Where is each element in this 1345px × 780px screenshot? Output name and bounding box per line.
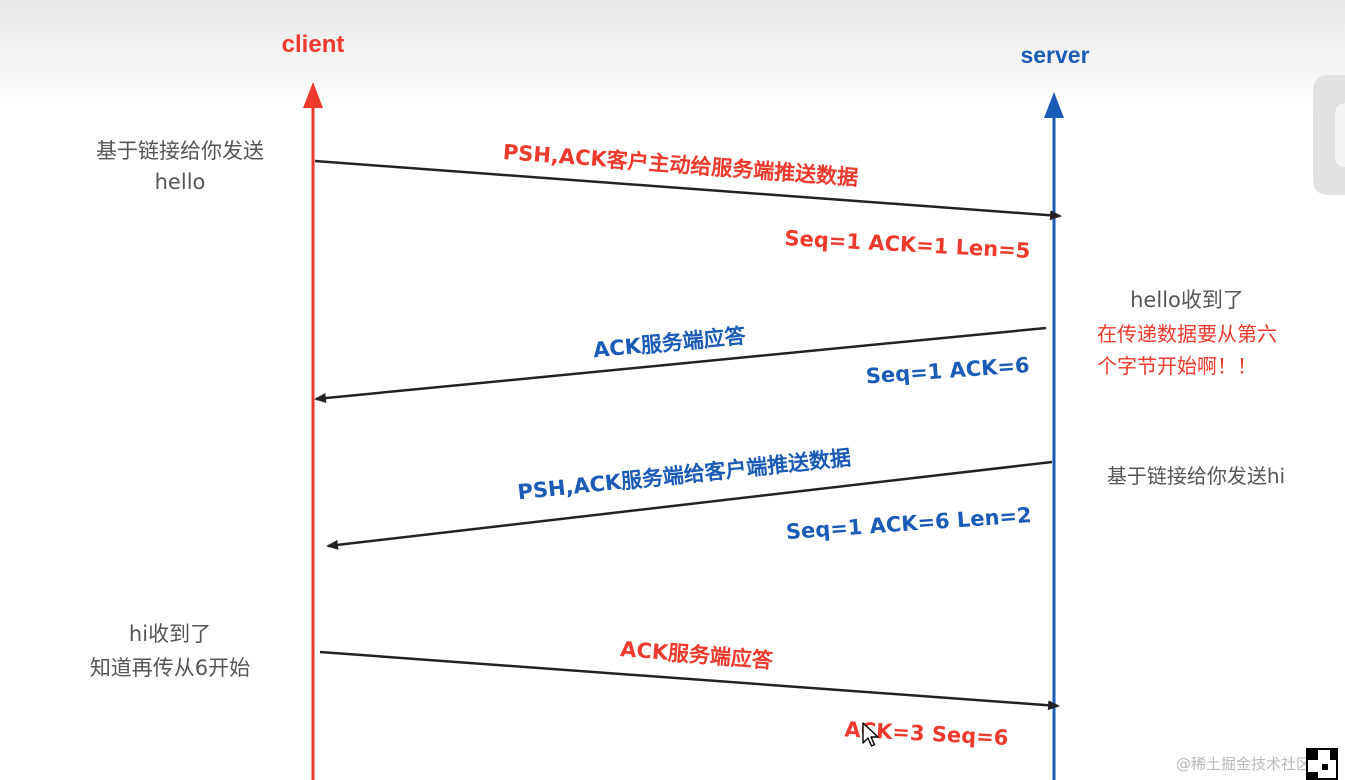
mouse-pointer-icon [862, 722, 879, 747]
client-receive-note-line-1: hi收到了 [129, 622, 211, 646]
client-label: client [282, 31, 345, 58]
side-panel-tab-inner [1335, 103, 1345, 167]
message-2-ack-server-to-client: ACK服务端应答 Seq=1 ACK=6 [314, 324, 1047, 404]
client-send-note-line-2: hello [155, 170, 206, 194]
server-lifeline-arrowhead [1044, 92, 1064, 118]
client-receive-note: hi收到了 知道再传从6开始 [90, 622, 250, 680]
server-receive-note-line-3: 个字节开始啊！！ [1097, 354, 1257, 378]
message-1-label: PSH,ACK客户主动给服务端推送数据 [502, 140, 859, 190]
message-3-psh-ack-server-to-client: PSH,ACK服务端给客户端推送数据 Seq=1 ACK=6 Len=2 [326, 446, 1053, 550]
message-4-arrow [319, 650, 1060, 711]
message-2-label: ACK服务端应答 [592, 324, 748, 363]
side-panel-tab[interactable] [1313, 75, 1345, 195]
message-1-arrow [314, 159, 1062, 221]
client-send-note-line-1: 基于链接给你发送 [96, 139, 264, 163]
message-4-label: ACK服务端应答 [619, 637, 774, 673]
server-send-note: 基于链接给你发送hi [1107, 464, 1285, 488]
message-2-detail: Seq=1 ACK=6 [865, 353, 1030, 388]
message-3-label: PSH,ACK服务端给客户端推送数据 [516, 446, 852, 505]
message-1-detail: Seq=1 ACK=1 Len=5 [784, 226, 1031, 263]
message-2-arrow [314, 326, 1047, 404]
client-send-note: 基于链接给你发送 hello [96, 139, 264, 194]
server-lifeline [1044, 92, 1064, 780]
server-label: server [1020, 42, 1089, 68]
client-receive-note-line-2: 知道再传从6开始 [90, 656, 250, 680]
message-1-psh-ack-client-to-server: PSH,ACK客户主动给服务端推送数据 Seq=1 ACK=1 Len=5 [314, 140, 1062, 263]
message-4-ack-client-to-server: ACK服务端应答 ACK=3 Seq=6 [319, 637, 1060, 750]
watermark-text: @稀土掘金技术社区 [1176, 755, 1312, 773]
client-lifeline-arrowhead [303, 82, 323, 108]
qr-code-icon [1306, 748, 1338, 780]
server-receive-note: hello收到了 在传递数据要从第六 个字节开始啊！！ [1097, 288, 1277, 378]
message-3-detail: Seq=1 ACK=6 Len=2 [785, 503, 1032, 544]
message-3-arrow [326, 460, 1053, 550]
server-receive-note-line-2: 在传递数据要从第六 [1097, 322, 1277, 346]
server-receive-note-line-1: hello收到了 [1130, 288, 1244, 312]
client-lifeline [303, 82, 323, 780]
